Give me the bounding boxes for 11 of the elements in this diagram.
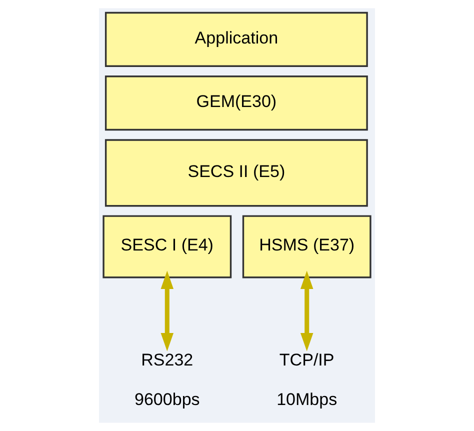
node-label: 10Mbps xyxy=(276,390,338,410)
node-text: TCP/IP xyxy=(279,350,334,370)
node-text: RS232 xyxy=(141,350,194,370)
node-box: SECS II (E5) xyxy=(104,139,368,207)
arrow xyxy=(300,270,314,352)
node-box: HSMS (E37) xyxy=(242,215,372,278)
node-box: Application xyxy=(104,12,368,67)
node-label: 9600bps xyxy=(134,390,200,410)
node-box: SESC I (E4) xyxy=(102,215,232,278)
arrow xyxy=(160,270,174,352)
node-box: GEM(E30) xyxy=(104,76,368,131)
